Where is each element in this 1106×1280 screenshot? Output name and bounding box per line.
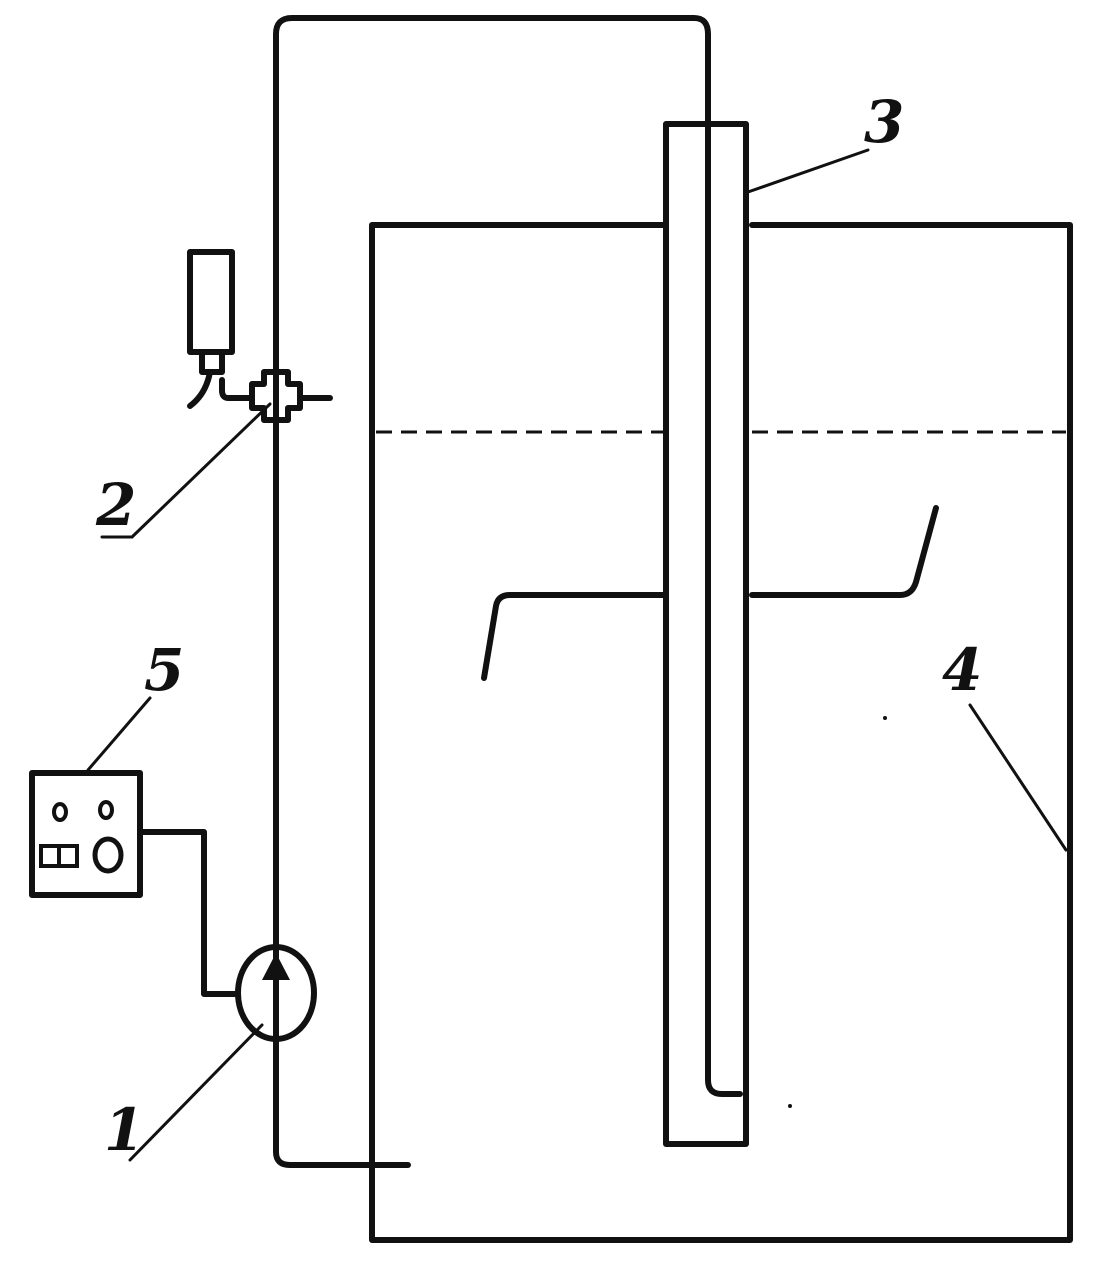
- speck-dot: [788, 1104, 792, 1108]
- pump-impeller-icon: [262, 953, 290, 980]
- leader-line-4: [968, 703, 1068, 852]
- reagent-bottle: [187, 249, 235, 355]
- leader-line-2-diagonal: [130, 402, 272, 539]
- reagent-bottle-neck: [199, 349, 225, 375]
- controller-dial-icon: [92, 836, 124, 874]
- controller-box: [29, 770, 143, 898]
- speck-dot: [883, 716, 887, 720]
- controller-knob-left-icon: [52, 802, 68, 822]
- leader-line-5: [86, 696, 152, 772]
- controller-knob-right-icon: [98, 800, 114, 820]
- controller-cable: [137, 829, 241, 997]
- label-valve: 2: [95, 471, 136, 539]
- circulation-pipe: [273, 15, 743, 1168]
- valve-body: [249, 369, 303, 423]
- stirrer-arm-right: [749, 505, 939, 598]
- label-controller: 5: [144, 636, 184, 704]
- reagent-drip-tube: [187, 369, 213, 409]
- leader-line-3: [746, 148, 870, 194]
- leader-line-1: [128, 1023, 264, 1162]
- tank-outline: [369, 222, 1073, 1243]
- label-tank: 4: [942, 636, 982, 704]
- valve-inlet-left: [219, 377, 255, 401]
- label-tube: 3: [864, 88, 904, 156]
- stirrer-arm-left: [481, 592, 669, 681]
- label-pump: 1: [104, 1096, 144, 1164]
